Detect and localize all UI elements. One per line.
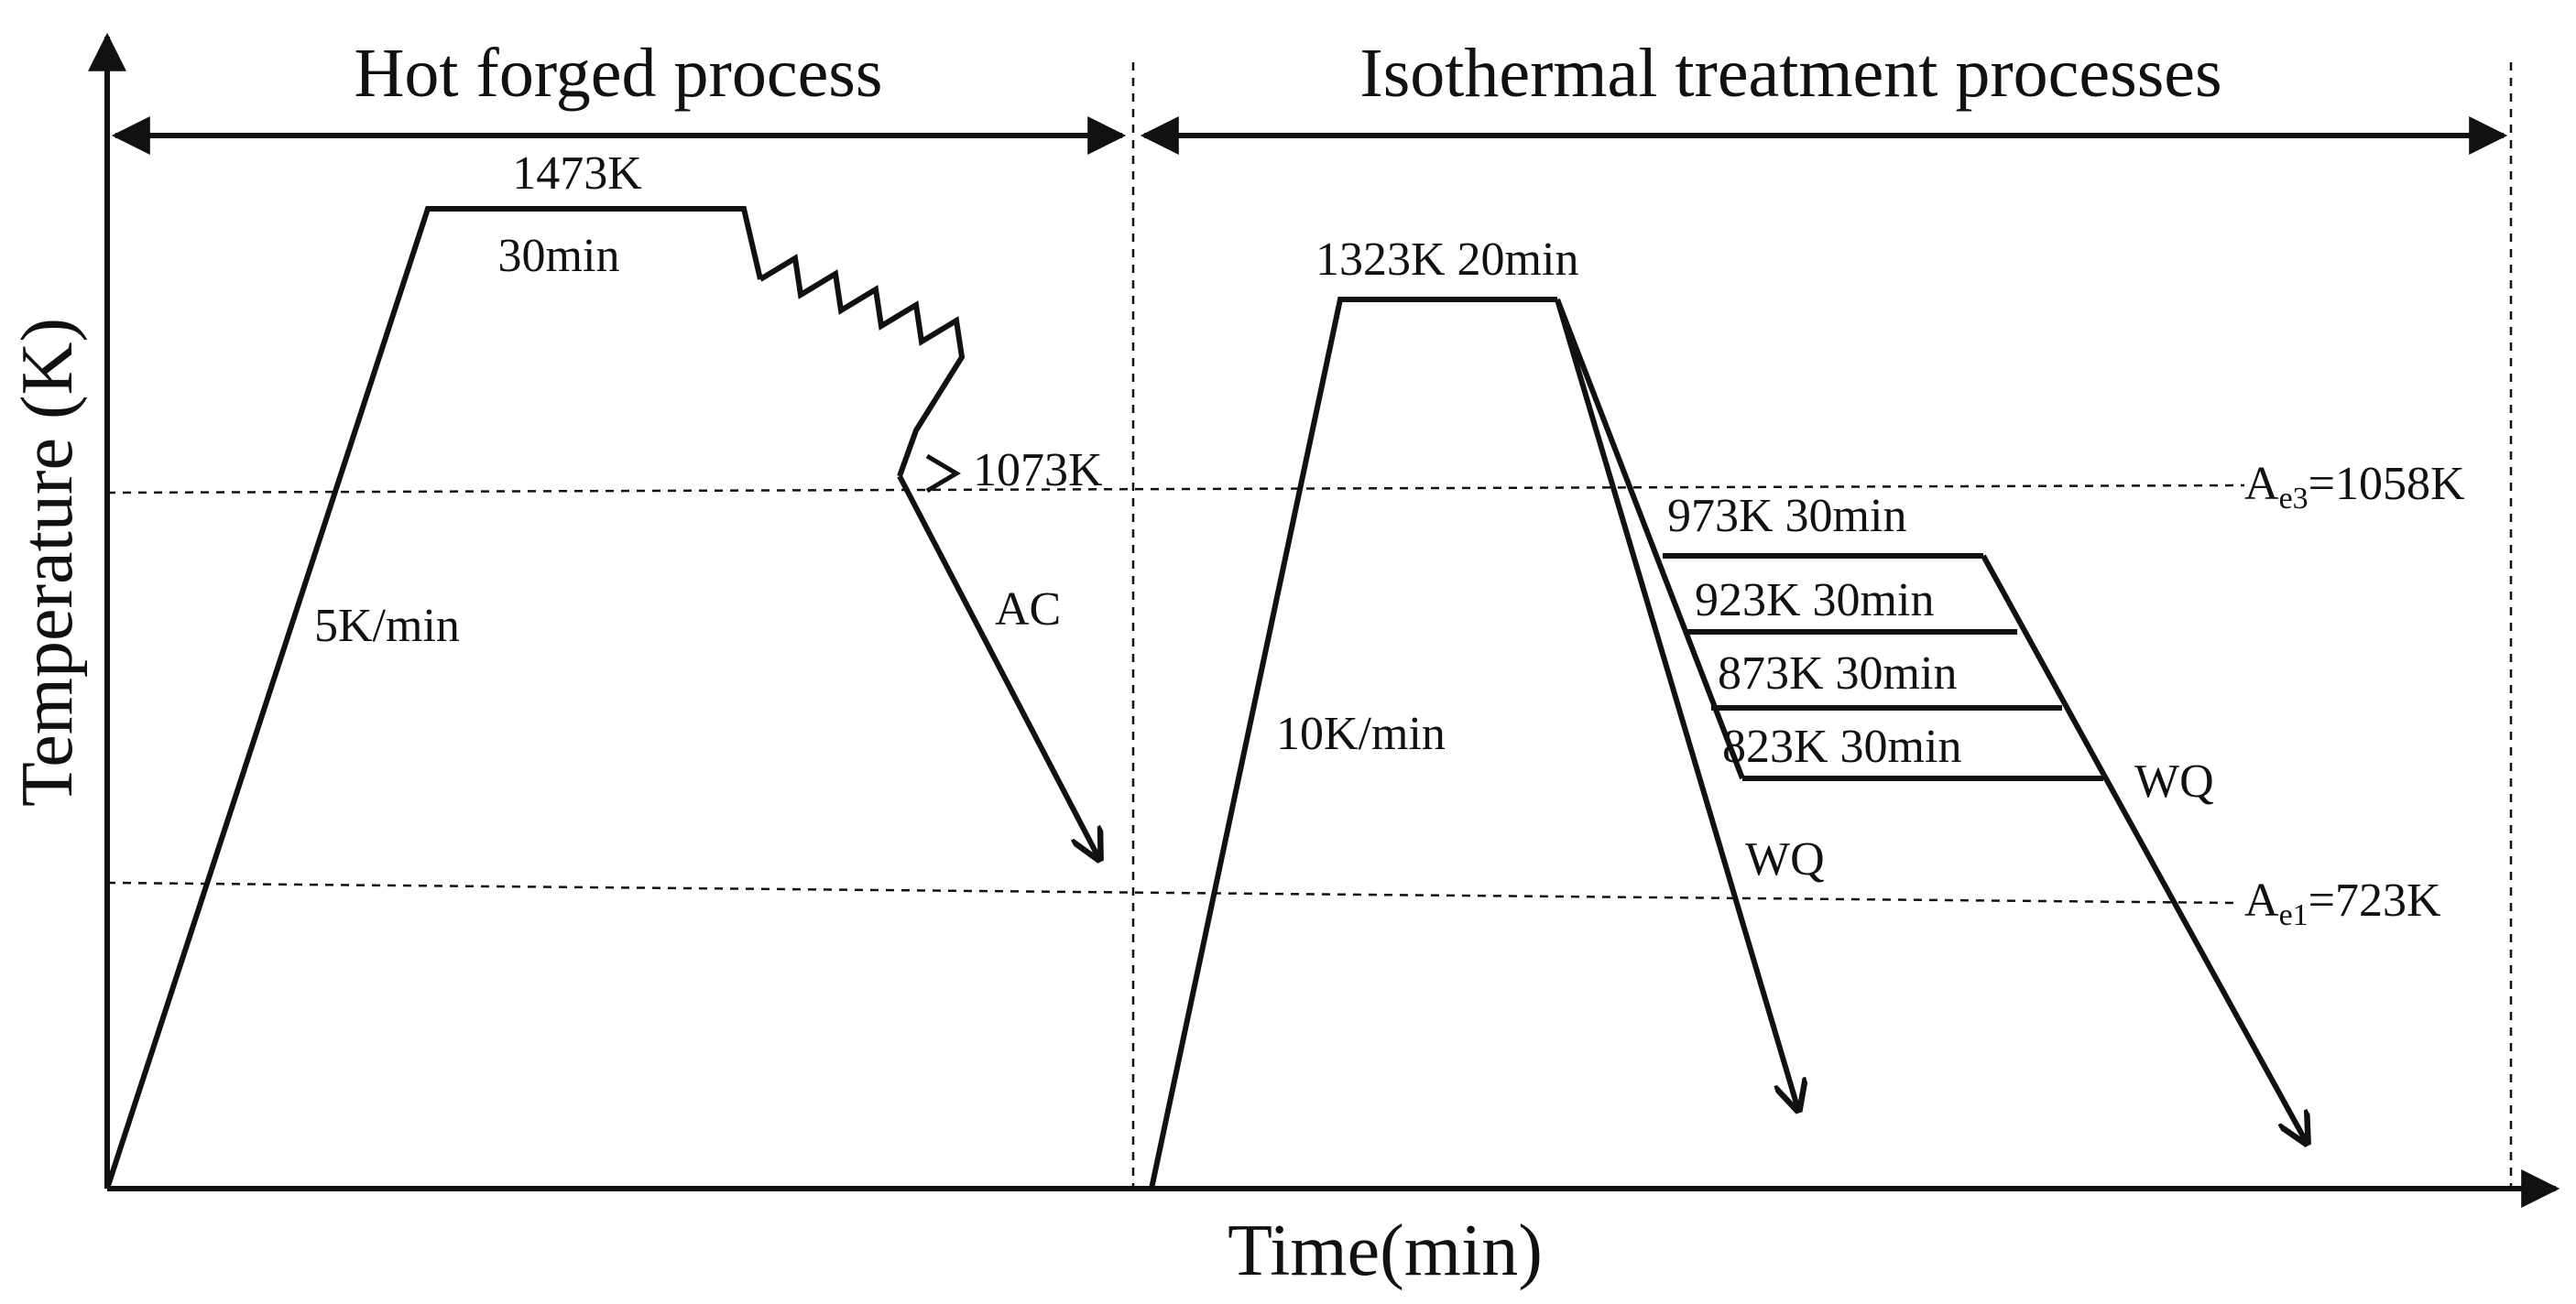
direct-quench-arrow bbox=[1555, 299, 1798, 1110]
direct-quench-label: WQ bbox=[1745, 833, 1825, 886]
air-cooling-label: AC bbox=[995, 583, 1061, 636]
hot-forged-hold-time: 30min bbox=[498, 230, 620, 282]
step-quench-label: WQ bbox=[2134, 755, 2214, 808]
hot-forged-heating-rate: 5K/min bbox=[314, 600, 460, 652]
forging-end-temp: 1073K bbox=[973, 444, 1103, 496]
isothermal-heating-hold bbox=[1149, 297, 1557, 1190]
step-quench-arrow bbox=[1981, 554, 2307, 1143]
hot-forged-hold-temp: 1473K bbox=[512, 147, 642, 200]
step-873-label: 873K 30min bbox=[1718, 647, 1957, 700]
air-cooling-arrow bbox=[897, 474, 1099, 859]
y-axis-label: Temperature (K) bbox=[7, 318, 88, 807]
ae1-label: Ae1=723K bbox=[2244, 875, 2441, 932]
forging-zigzag bbox=[759, 254, 966, 478]
ae3-line bbox=[106, 484, 2245, 494]
austenitize-label: 1323K 20min bbox=[1315, 234, 1578, 286]
hot-forged-heating-hold bbox=[104, 206, 763, 1190]
step-923-label: 923K 30min bbox=[1695, 574, 1934, 626]
hot-forged-title: Hot forged process bbox=[355, 35, 883, 112]
step-823-label: 823K 30min bbox=[1722, 721, 1961, 773]
step-973-label: 973K 30min bbox=[1667, 490, 1906, 542]
isothermal-cooling-line bbox=[1555, 298, 1745, 780]
isothermal-heating-rate: 10K/min bbox=[1276, 708, 1446, 760]
x-axis-label: Time(min) bbox=[1228, 1211, 1543, 1291]
ae1-line bbox=[106, 881, 2236, 905]
isothermal-title: Isothermal treatment processes bbox=[1359, 35, 2221, 112]
forging-end-marker bbox=[925, 453, 961, 494]
ae3-label: Ae3=1058K bbox=[2244, 458, 2465, 516]
